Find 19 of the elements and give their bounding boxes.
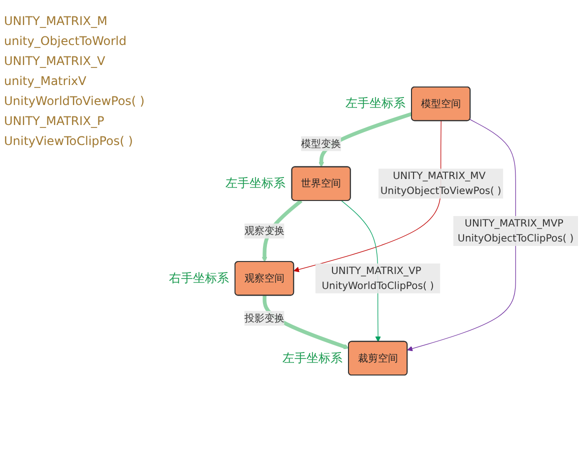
matrix-label: UnityViewToClipPos( )	[4, 134, 134, 148]
matrix-label: unity_ObjectToWorld	[4, 34, 128, 48]
edge-label: 投影变换	[244, 312, 284, 324]
matrix-label: unity_MatrixV	[4, 74, 88, 88]
coordinate-system-label: 右手坐标系	[168, 270, 229, 287]
matrix-label: UNITY_MATRIX_P	[4, 114, 106, 128]
edge-label: 模型变换	[301, 137, 342, 150]
matrix-label: UNITY_MATRIX_V	[4, 54, 106, 68]
arrow	[294, 120, 442, 272]
matrix-label: UnityWorldToViewPos( )	[4, 94, 146, 108]
coordinate-system-label: 左手坐标系	[226, 175, 286, 192]
edge-label: UNITY_MATRIX_VP UnityWorldToClipPos( )	[322, 264, 434, 292]
edge-label: UNITY_MATRIX_MVP UnityObjectToClipPos( )	[458, 217, 574, 244]
matrix-label: UNITY_MATRIX_M	[4, 14, 108, 28]
coordinate-system-label: 左手坐标系	[345, 95, 406, 112]
edge-label: 观察变换	[244, 224, 284, 237]
arrow	[407, 119, 516, 352]
edge-label: UNITY_MATRIX_MV UnityObjectToViewPos( )	[380, 170, 502, 197]
coordinate-system-label: 左手坐标系	[282, 350, 342, 367]
